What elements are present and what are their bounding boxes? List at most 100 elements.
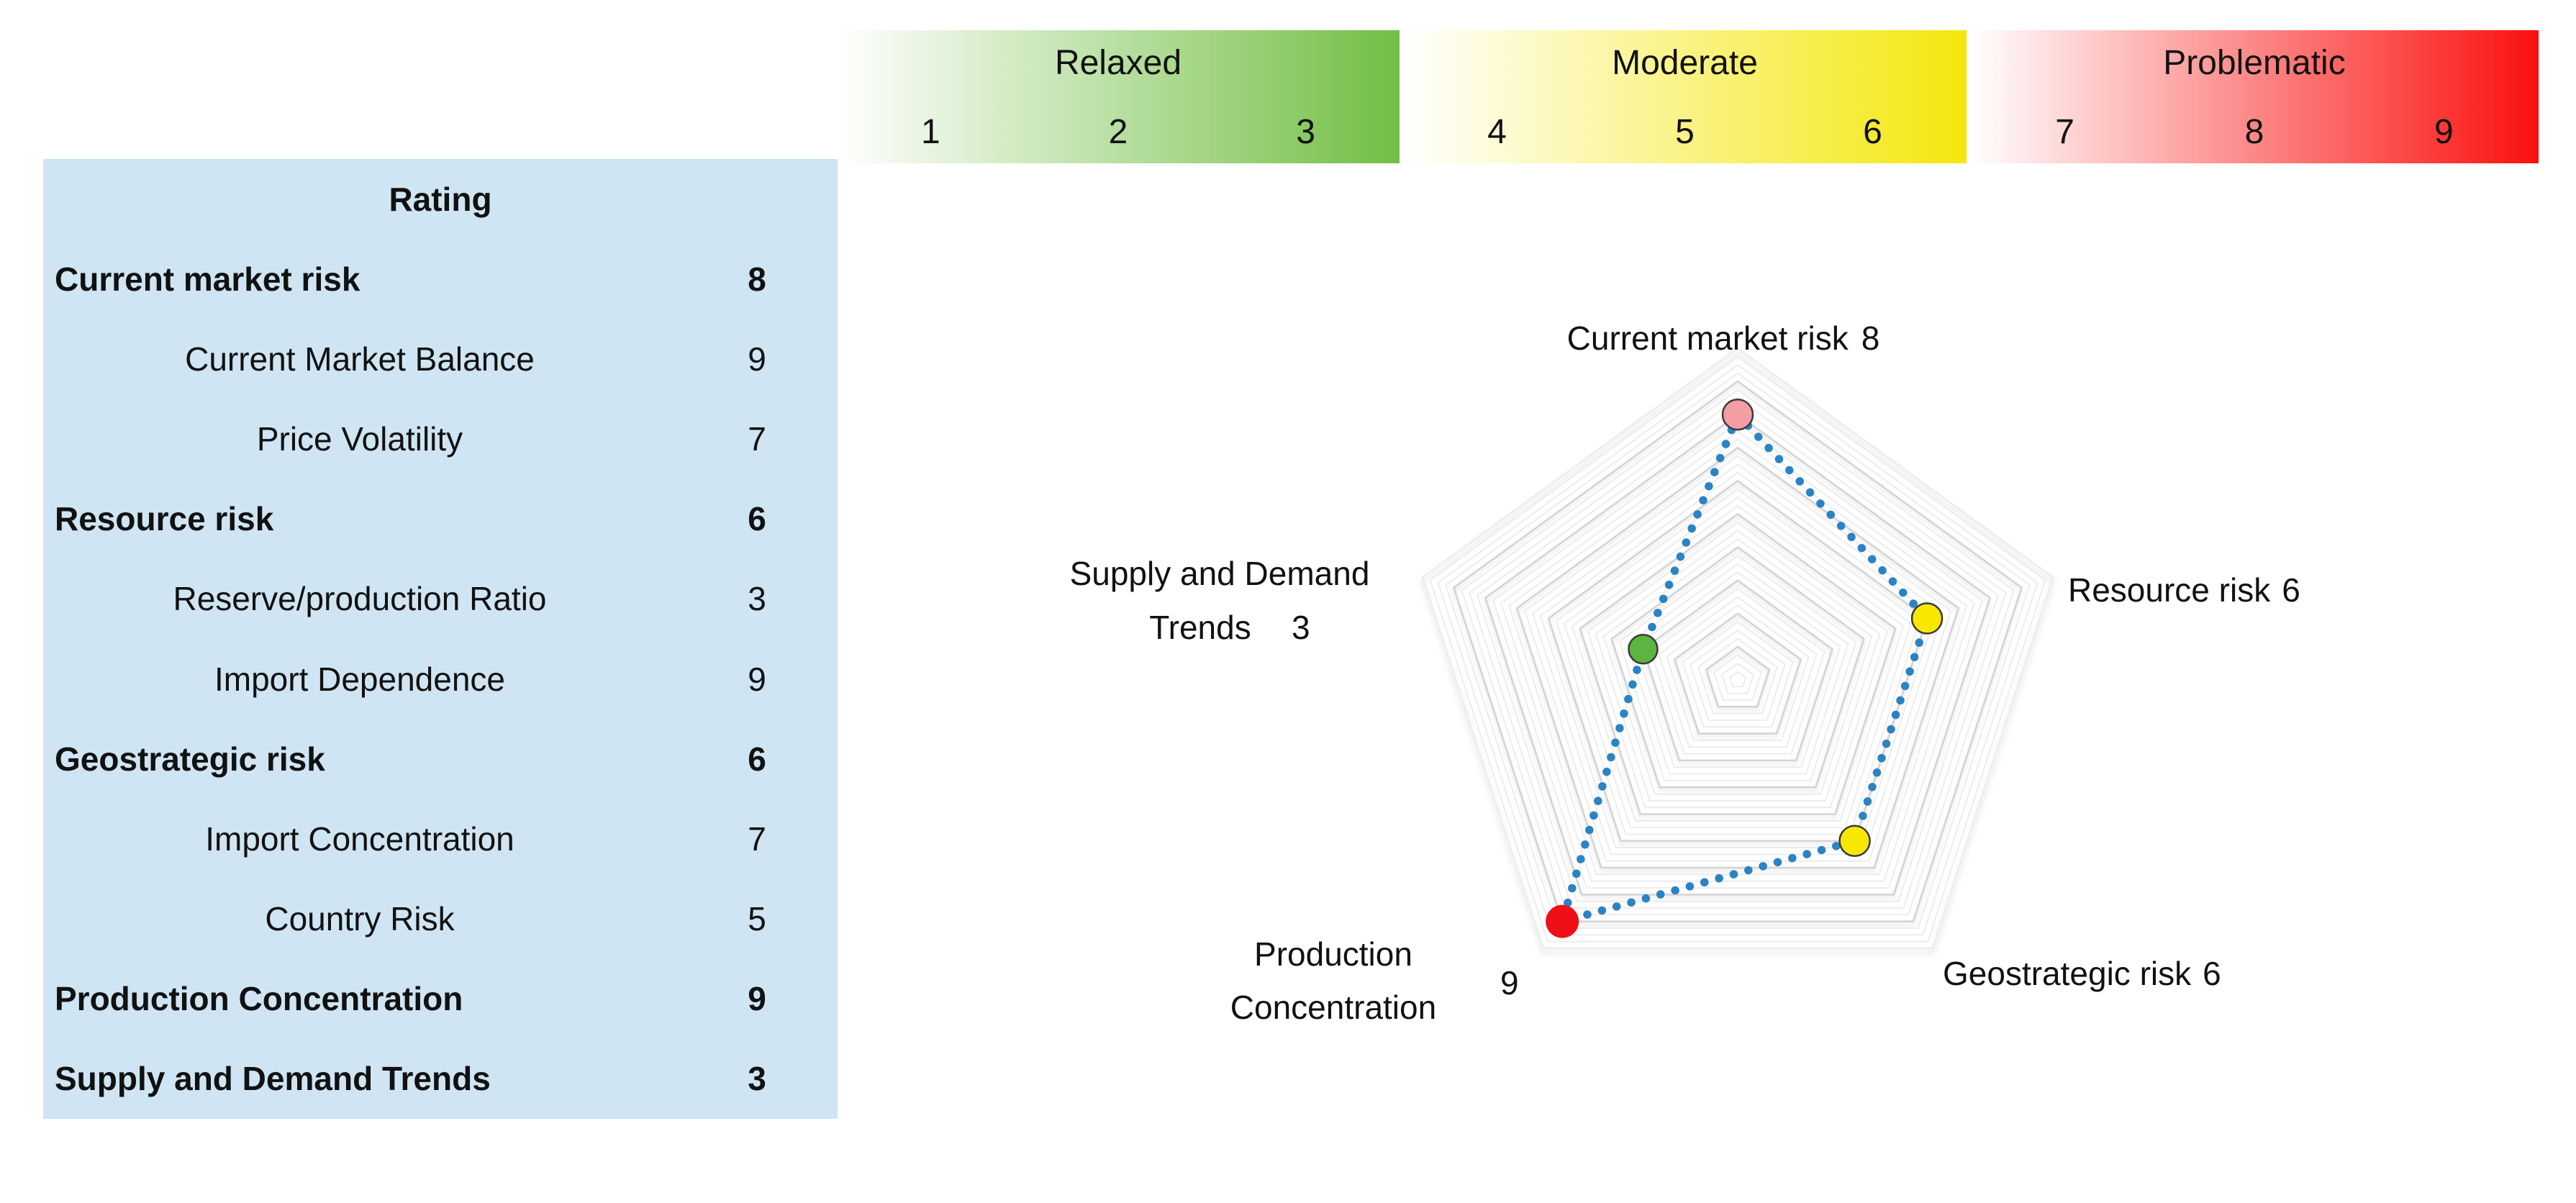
row-value: 9 (748, 660, 766, 698)
legend-tick: 4 (1487, 113, 1507, 151)
radar-grid-minor-ring (1492, 422, 1983, 889)
radar-grid-minor-ring (1602, 537, 1873, 795)
radar-point-resource-risk (1910, 602, 1944, 635)
row-label: Country Risk (265, 900, 455, 938)
table-row: Supply and Demand Trends 3 (43, 1039, 838, 1119)
legend-segment-label: Relaxed (1054, 44, 1182, 82)
table-row: Import Concentration 7 (43, 799, 838, 879)
radar-grid-major-ring (1673, 612, 1802, 735)
radar-grid-minor-ring (1429, 355, 2046, 943)
radar-axis-label: Supply and Demand (1070, 555, 1370, 592)
row-label: Current market risk (55, 260, 360, 298)
row-value: 5 (748, 900, 766, 938)
row-label: Import Concentration (205, 820, 514, 858)
radar-grid-minor-ring (1571, 504, 1905, 822)
row-label: Import Dependence (214, 660, 506, 698)
legend-tick: 1 (920, 113, 940, 151)
row-value: 9 (748, 980, 766, 1018)
radar-grid-minor-ring (1469, 396, 2007, 909)
row-value: 7 (748, 420, 766, 458)
radar-grid-minor-ring (1728, 671, 1747, 688)
table-row: Import Dependence 9 (43, 639, 838, 719)
row-label: Current Market Balance (185, 340, 535, 378)
row-value: 9 (748, 340, 766, 378)
radar-grid-major-ring (1705, 645, 1771, 708)
radar-grid-minor-ring (1721, 662, 1754, 694)
table-row: Price Volatility 7 (43, 399, 838, 479)
row-value: 3 (748, 580, 766, 618)
row-label: Supply and Demand Trends (55, 1060, 491, 1098)
legend-segment-label: Moderate (1612, 44, 1758, 82)
radar-grid-minor-ring (1555, 488, 1920, 835)
radar-grid-major-ring (1610, 545, 1865, 789)
table-row: Resource risk 6 (43, 479, 838, 559)
radar-grid-minor-ring (1666, 604, 1810, 741)
row-value: 6 (748, 500, 766, 538)
table-row: Current Market Balance 9 (43, 319, 838, 399)
radar-grid-minor-ring (1650, 588, 1826, 755)
radar-point-supply-and-demand-trends (1628, 634, 1659, 665)
row-value: 7 (748, 820, 766, 858)
radar-axis-value: 6 (2203, 955, 2221, 992)
radar-grid-major-ring (1452, 380, 2023, 922)
legend-segment-moderate: Moderate 4 5 6 (1403, 30, 1967, 163)
radar-point-production-concentration (1546, 904, 1579, 938)
radar-axis-label: Trends (1149, 609, 1251, 646)
radar-grid-major-ring (1484, 413, 1992, 896)
radar-grid-minor-ring (1563, 496, 1913, 828)
radar-point-geostrategic-risk (1838, 825, 1871, 858)
legend-tick: 5 (1675, 113, 1695, 151)
table-row: Current market risk 8 (43, 239, 838, 319)
radar-grid-major-ring (1641, 579, 1834, 762)
legend-tick: 6 (1863, 113, 1882, 151)
radar-grid-minor-ring (1524, 455, 1951, 862)
table-row: Reserve/production Ratio 3 (43, 559, 838, 639)
radar-grid-minor-ring (1618, 554, 1857, 781)
radar-grid-minor-ring (1697, 637, 1778, 714)
radar-grid-major-ring (1515, 446, 1960, 869)
radar-grid-minor-ring (1658, 596, 1818, 748)
radar-grid-minor-ring (1634, 571, 1841, 768)
radar-data-line (1556, 407, 1932, 927)
radar-grid-minor-ring (1531, 463, 1944, 855)
legend-segment-label: Problematic (2163, 44, 2346, 82)
radar-axis-value: 8 (1861, 319, 1880, 357)
radar-grid-minor-ring (1445, 372, 2031, 929)
radar-grid-minor-ring (1682, 621, 1794, 728)
radar-axis-value: 9 (1500, 964, 1519, 1002)
radar-axis-value: 3 (1292, 609, 1310, 646)
radar-grid-major-ring (1547, 479, 1928, 843)
rating-table-header: Rating (389, 180, 492, 218)
radar-axis-label: Concentration (1230, 989, 1436, 1026)
radar-grid-minor-ring (1500, 430, 1975, 882)
row-label: Resource risk (55, 500, 274, 538)
legend-tick: 7 (2055, 113, 2075, 151)
radar-grid-outer-ring (1421, 347, 2054, 949)
row-value: 8 (748, 260, 766, 298)
radar-grid-minor-ring (1690, 629, 1786, 721)
row-value: 3 (748, 1060, 766, 1098)
radar-grid-minor-ring (1539, 471, 1936, 848)
radar-point-current-market-risk (1721, 398, 1754, 431)
radar-grid-minor-ring (1461, 389, 2015, 916)
table-row: Country Risk 5 (43, 879, 838, 959)
legend-tick: 3 (1296, 113, 1316, 151)
radar-grid-minor-ring (1595, 530, 1881, 802)
radar-grid-minor-ring (1437, 363, 2038, 936)
radar-axis-value: 6 (2282, 571, 2300, 609)
radar-grid-minor-ring (1626, 563, 1849, 775)
row-label: Price Volatility (256, 420, 463, 458)
legend-tick: 9 (2434, 113, 2454, 151)
radar-grid-major-ring (1579, 512, 1897, 815)
radar-grid-minor-ring (1713, 654, 1762, 701)
row-label: Reserve/production Ratio (173, 580, 547, 618)
